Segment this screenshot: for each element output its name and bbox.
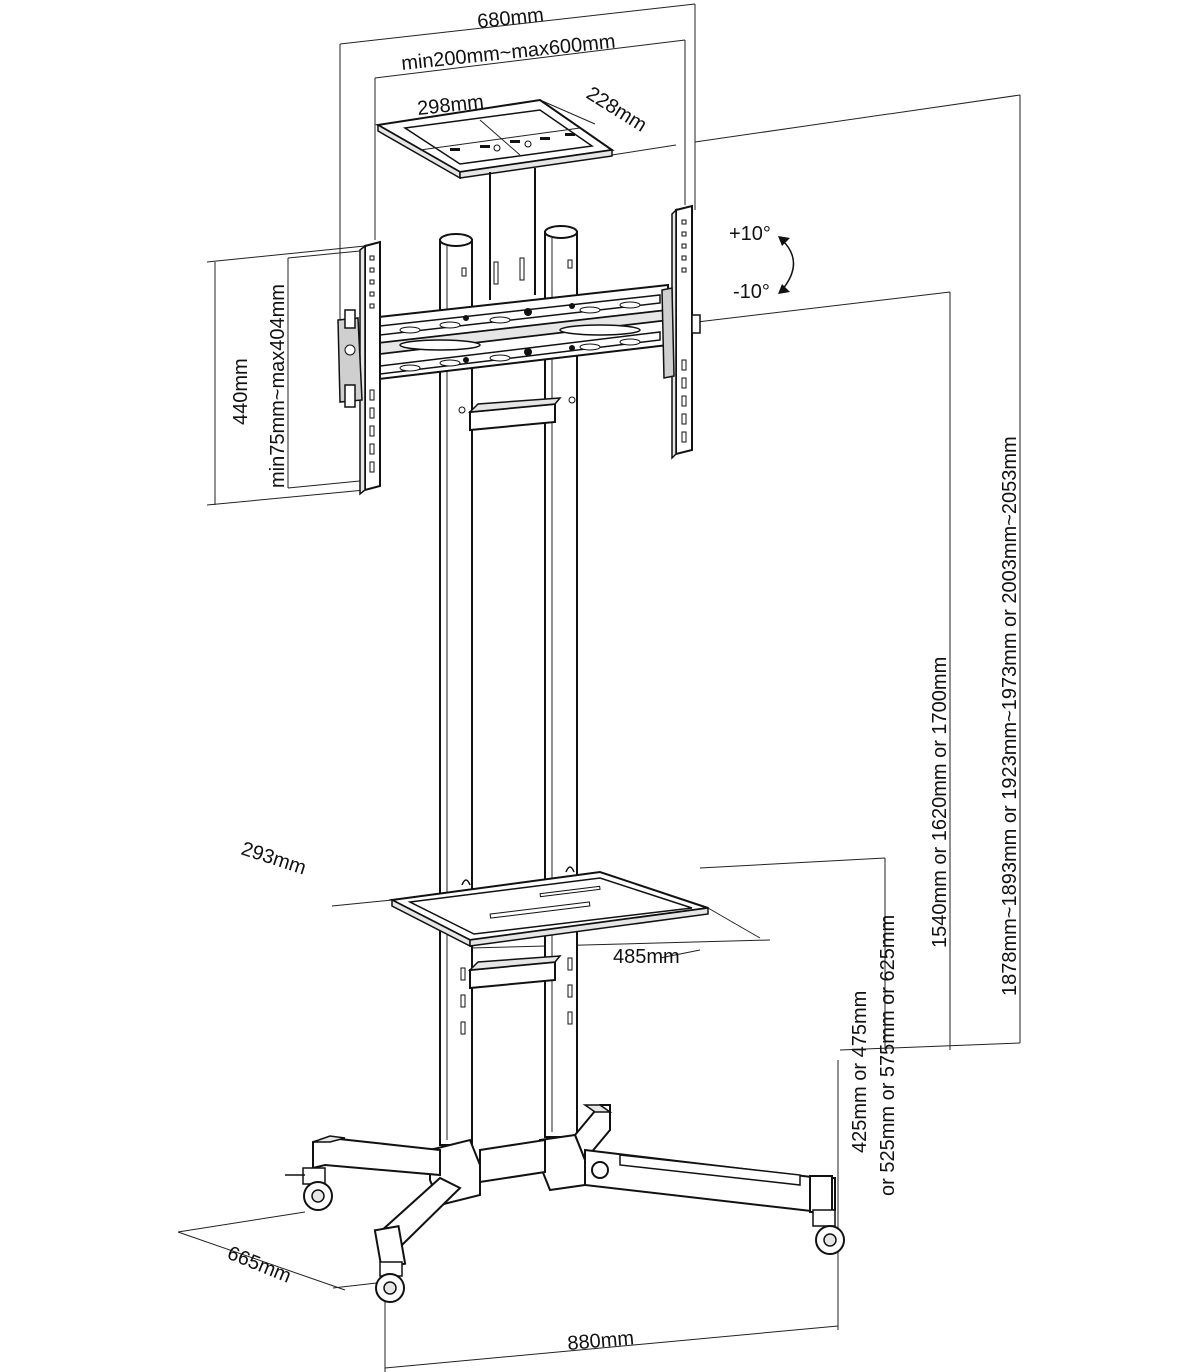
- shelf-depth-label: 293mm: [238, 838, 308, 880]
- overall-width-label: 680mm: [476, 4, 545, 33]
- mount-vertical-range-label: min75mm~max404mm: [267, 284, 289, 488]
- mount-center-height-label: 1540mm or 1620mm or 1700mm: [929, 657, 951, 948]
- dimension-lines: [177, 3, 1021, 1372]
- shelf-height-options-line-2: or 525mm or 575mm or 625mm: [877, 915, 899, 1196]
- tilt-arrowhead-bottom: [778, 284, 790, 294]
- top-tray: [375, 98, 615, 300]
- tilt-up-label: +10°: [729, 223, 771, 245]
- middle-shelf: [388, 866, 709, 1035]
- casters: [285, 1161, 845, 1303]
- total-height-label: 1878mm~1893mm or 1923mm~1973mm or 2003mm…: [999, 436, 1021, 996]
- tilt-arrow-icon: [781, 239, 795, 291]
- base-width-label: 880mm: [567, 1327, 635, 1355]
- mount-height-label: 440mm: [230, 358, 252, 425]
- top-tray-depth-label: 228mm: [582, 83, 650, 137]
- shelf-height-options-line-1: 425mm or 475mm: [849, 991, 871, 1153]
- right-arm-holes: [681, 219, 687, 443]
- shelf-width-label: 485mm: [613, 946, 680, 968]
- base-depth-label: 665mm: [224, 1242, 294, 1287]
- tilt-arrowhead-top: [778, 236, 790, 246]
- mount-width-range-label: min200mm~max600mm: [400, 31, 616, 75]
- tilt-down-label: -10°: [733, 281, 770, 303]
- base-legs: [312, 1104, 836, 1269]
- tv-mount-bracket: [337, 204, 701, 496]
- left-arm-holes: [369, 255, 375, 473]
